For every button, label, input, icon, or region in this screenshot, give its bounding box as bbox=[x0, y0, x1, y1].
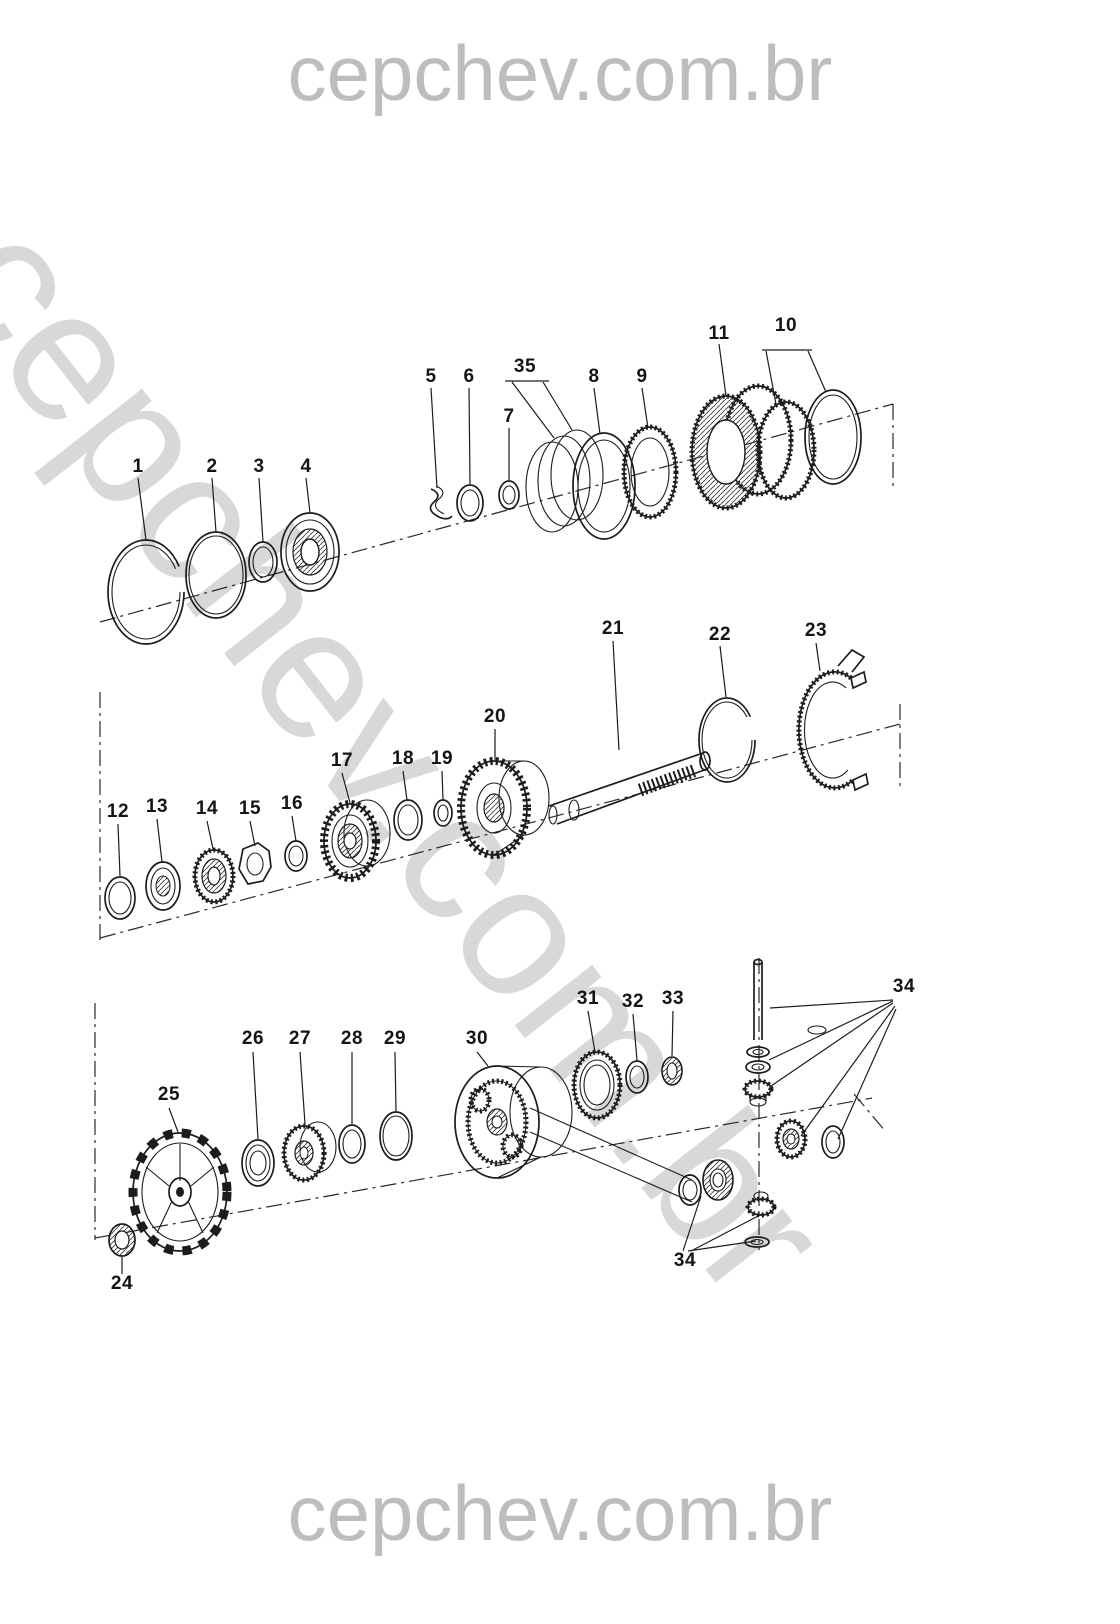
callout-2: 2 bbox=[206, 455, 218, 477]
callout-26: 26 bbox=[241, 1027, 265, 1049]
callout-32: 32 bbox=[621, 990, 645, 1012]
callout-25: 25 bbox=[157, 1083, 181, 1105]
part-8-plate bbox=[572, 432, 636, 540]
callout-19: 19 bbox=[430, 747, 454, 769]
callout-13: 13 bbox=[145, 795, 169, 817]
part-25-planet-carrier bbox=[128, 1128, 232, 1256]
part-5-clip bbox=[429, 485, 453, 520]
part-20-drum-gear bbox=[457, 757, 550, 859]
part-21-output-shaft bbox=[548, 751, 711, 825]
part-32-washer bbox=[625, 1060, 649, 1094]
part-4-bearing bbox=[280, 512, 340, 592]
part-14-splined-hub bbox=[192, 847, 236, 905]
part-1-snap-ring bbox=[107, 539, 185, 645]
part-17-clutch-hub bbox=[320, 799, 391, 882]
callout-6: 6 bbox=[463, 365, 475, 387]
callout-1: 1 bbox=[132, 455, 144, 477]
part-10-rings bbox=[755, 389, 862, 501]
part-16-ring bbox=[284, 840, 308, 872]
part-33-bearing bbox=[661, 1056, 683, 1086]
part-22-snap-ring bbox=[698, 697, 756, 783]
callout-18: 18 bbox=[391, 747, 415, 769]
callout-4: 4 bbox=[300, 455, 312, 477]
callout-33: 33 bbox=[661, 987, 685, 1009]
part-34-differential-kit bbox=[678, 958, 845, 1248]
callout-34-bottom: 34 bbox=[673, 1249, 697, 1271]
callout-30: 30 bbox=[465, 1027, 489, 1049]
part-11-clutch-drum bbox=[689, 383, 794, 511]
part-29-ring bbox=[379, 1111, 413, 1161]
callout-9: 9 bbox=[636, 365, 648, 387]
callout-3: 3 bbox=[253, 455, 265, 477]
callout-15: 15 bbox=[238, 797, 262, 819]
part-3-ring bbox=[248, 541, 278, 583]
part-19-ring bbox=[433, 799, 453, 827]
callout-28: 28 bbox=[340, 1027, 364, 1049]
part-18-ring bbox=[393, 799, 423, 841]
callout-16: 16 bbox=[280, 792, 304, 814]
part-9-toothed-plate bbox=[621, 424, 679, 520]
leader-lines bbox=[117, 343, 897, 1274]
callout-5: 5 bbox=[425, 365, 437, 387]
callout-20: 20 bbox=[483, 705, 507, 727]
part-6-ring bbox=[456, 484, 484, 522]
callout-12: 12 bbox=[106, 800, 130, 822]
callout-34: 34 bbox=[892, 975, 916, 997]
callout-7: 7 bbox=[503, 405, 515, 427]
part-13-bearing bbox=[145, 861, 181, 911]
callout-10: 10 bbox=[774, 314, 798, 336]
callout-29: 29 bbox=[383, 1027, 407, 1049]
callout-27: 27 bbox=[288, 1027, 312, 1049]
callout-8: 8 bbox=[588, 365, 600, 387]
callout-31: 31 bbox=[576, 987, 600, 1009]
callout-35: 35 bbox=[513, 355, 537, 377]
part-28-washer bbox=[338, 1124, 366, 1164]
part-2-ring bbox=[185, 531, 247, 619]
part-7-ring bbox=[498, 480, 520, 510]
part-27-sun-gear bbox=[281, 1121, 337, 1183]
callout-11: 11 bbox=[708, 322, 730, 344]
part-26-bearing bbox=[241, 1139, 275, 1187]
part-31-geared-ring bbox=[571, 1049, 623, 1121]
callout-14: 14 bbox=[195, 797, 219, 819]
callout-22: 22 bbox=[708, 623, 732, 645]
part-24-cap bbox=[108, 1223, 136, 1257]
part-23-brake-band bbox=[796, 648, 869, 792]
part-15-lock-plate bbox=[238, 842, 272, 885]
callout-23: 23 bbox=[804, 619, 828, 641]
callout-17: 17 bbox=[330, 749, 354, 771]
part-30-carrier-assembly bbox=[454, 1065, 573, 1179]
callout-21: 21 bbox=[601, 617, 625, 639]
callout-24: 24 bbox=[110, 1272, 134, 1294]
part-12-ring bbox=[104, 876, 136, 920]
